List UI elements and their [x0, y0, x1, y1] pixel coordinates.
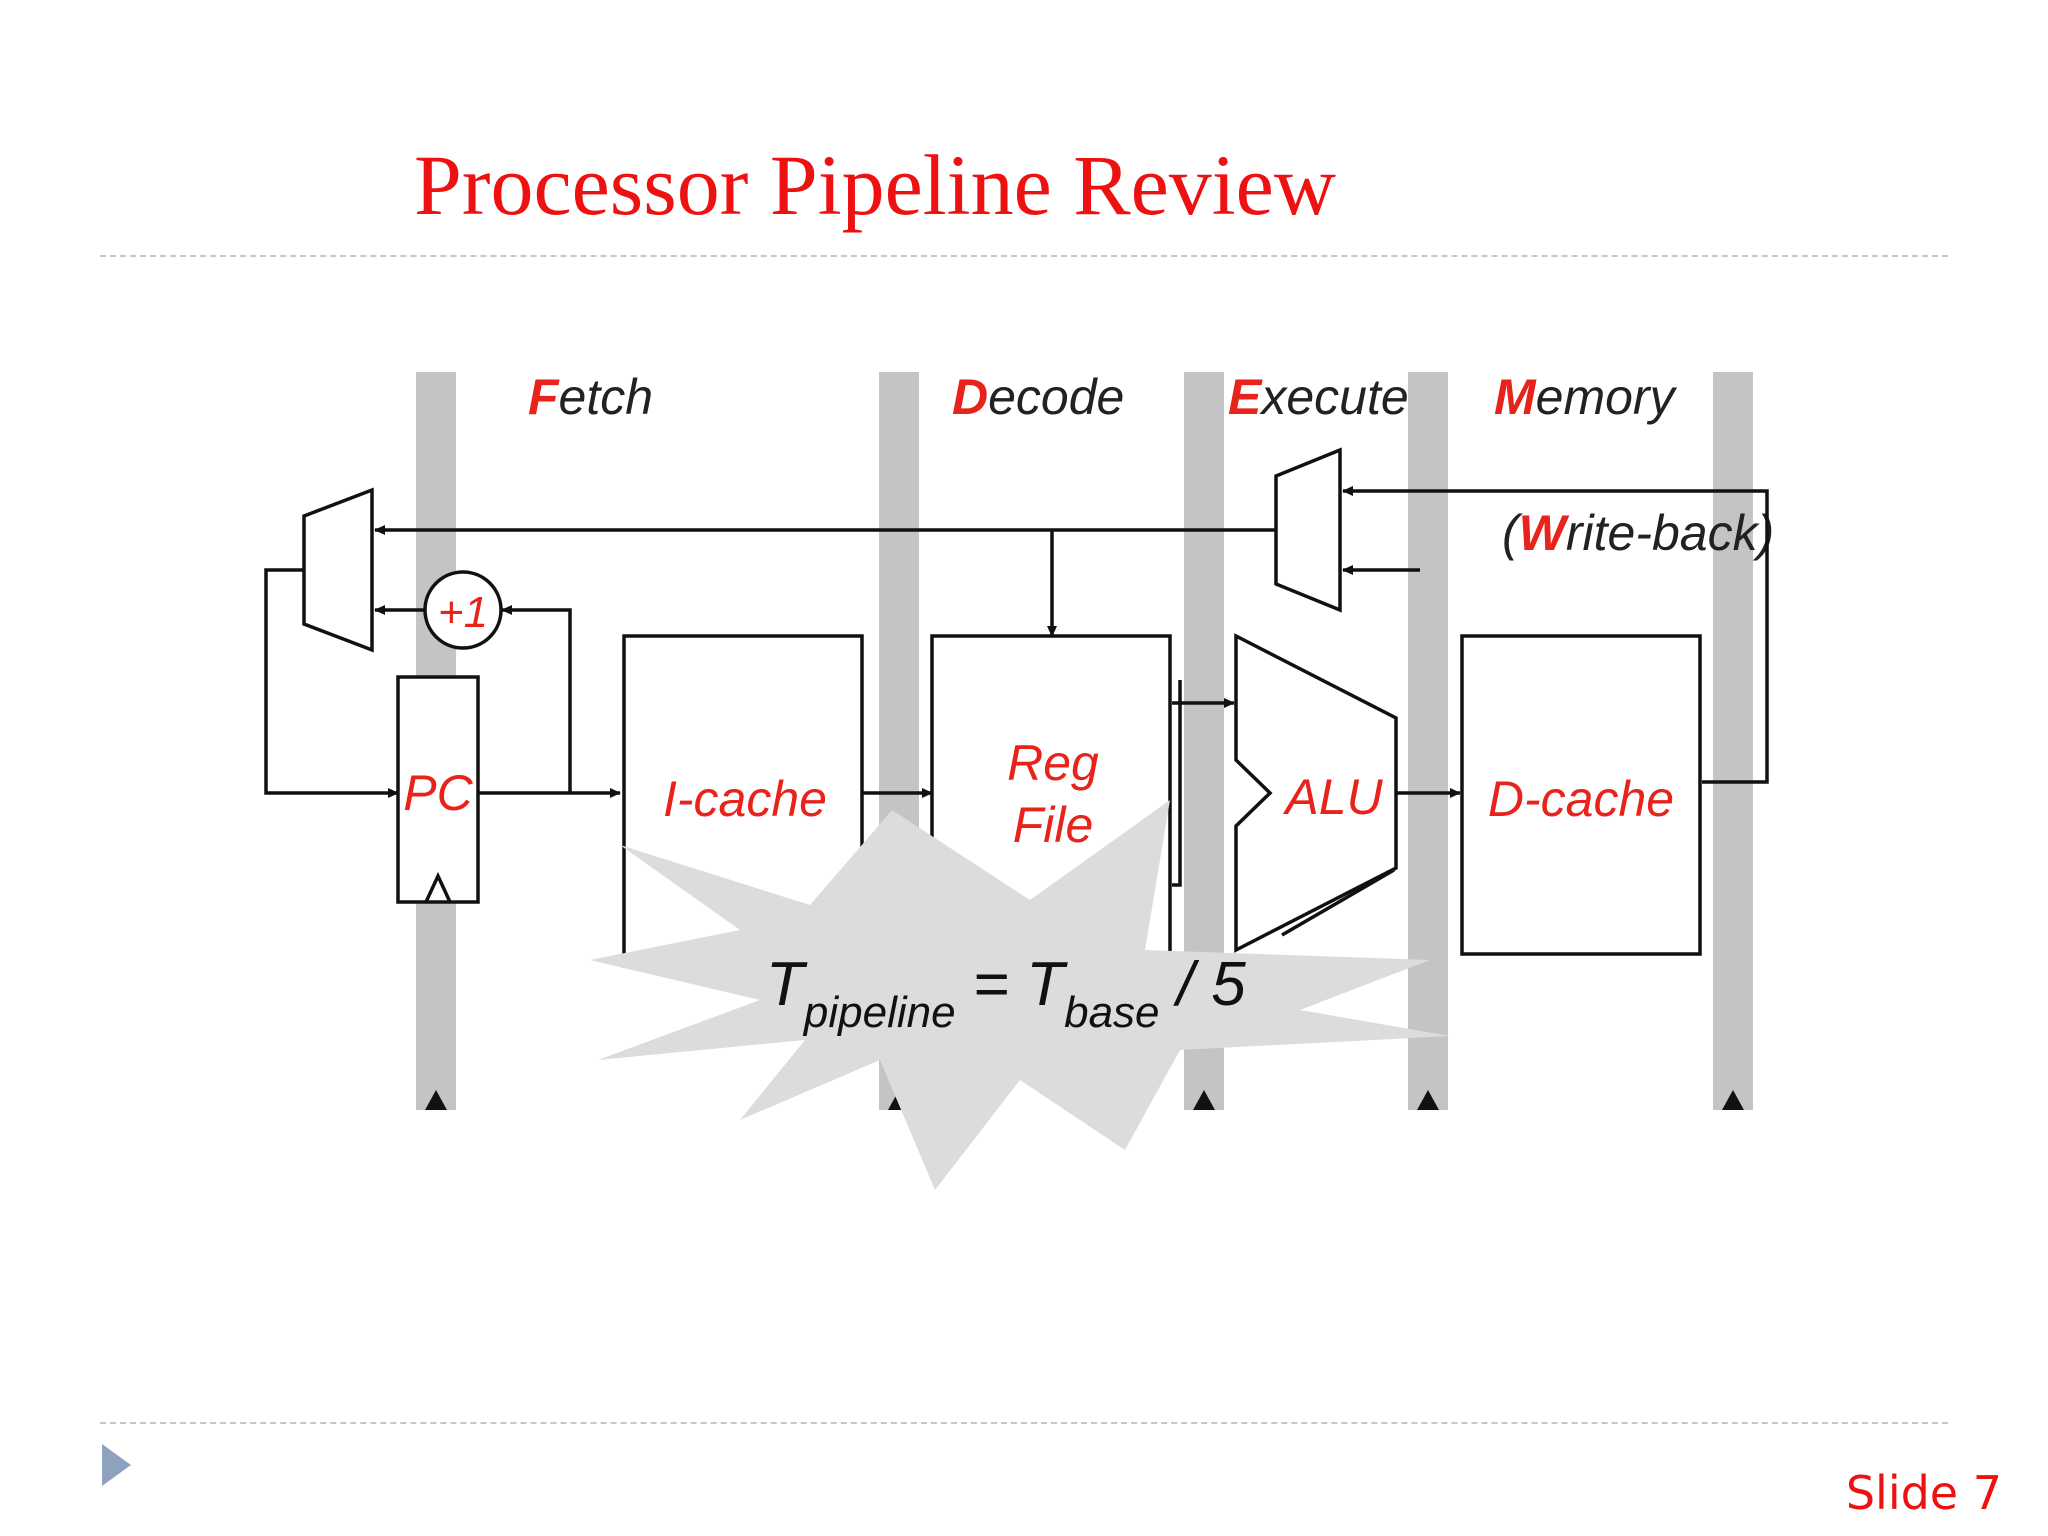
- dcache-label: D-cache: [1488, 771, 1674, 827]
- slide-bullet-icon: [102, 1444, 131, 1486]
- footer-divider: [100, 1422, 1948, 1424]
- clock-triangle-icon: [1722, 1090, 1744, 1110]
- regfile-label-line1: Reg: [1007, 735, 1099, 791]
- icache-label: I-cache: [663, 771, 827, 827]
- datapath-wires: [264, 486, 1769, 937]
- pipeline-register-bar: [1408, 372, 1448, 1110]
- stage-label-decode: Decode: [952, 369, 1124, 425]
- pipeline-register-bar: [1713, 372, 1753, 1110]
- stage-label-memory: Memory: [1494, 369, 1678, 425]
- stage-label-execute: Execute: [1228, 369, 1409, 425]
- fetch-mux: [302, 487, 374, 653]
- dcache-box: [1460, 634, 1702, 956]
- stage-label-fetch: Fetch: [528, 369, 653, 425]
- incrementer-label: +1: [438, 588, 488, 637]
- clock-triangle-icon: [1417, 1090, 1439, 1110]
- slide-title: Processor Pipeline Review: [414, 137, 1336, 233]
- title-divider: [100, 255, 1948, 257]
- writeback-mux: [1274, 447, 1342, 613]
- alu-label: ALU: [1282, 769, 1383, 825]
- slide-number: Slide 7: [1845, 1466, 2002, 1520]
- pc-register: [396, 675, 480, 904]
- incrementer-circle: [423, 570, 503, 650]
- clock-triangle-icon: [1193, 1090, 1215, 1110]
- clock-triangle-icon: [425, 1090, 447, 1110]
- pipeline-period-formula: Tpipeline = Tbase / 5: [766, 950, 1246, 1037]
- starburst-callout: [590, 800, 1450, 1190]
- alu-shape: [1234, 633, 1398, 953]
- pc-label: PC: [403, 765, 473, 821]
- stage-label-writeback: (Write-back): [1502, 505, 1774, 561]
- regfile-label-line2: File: [1013, 797, 1094, 853]
- pc-clock-icon: [424, 871, 452, 903]
